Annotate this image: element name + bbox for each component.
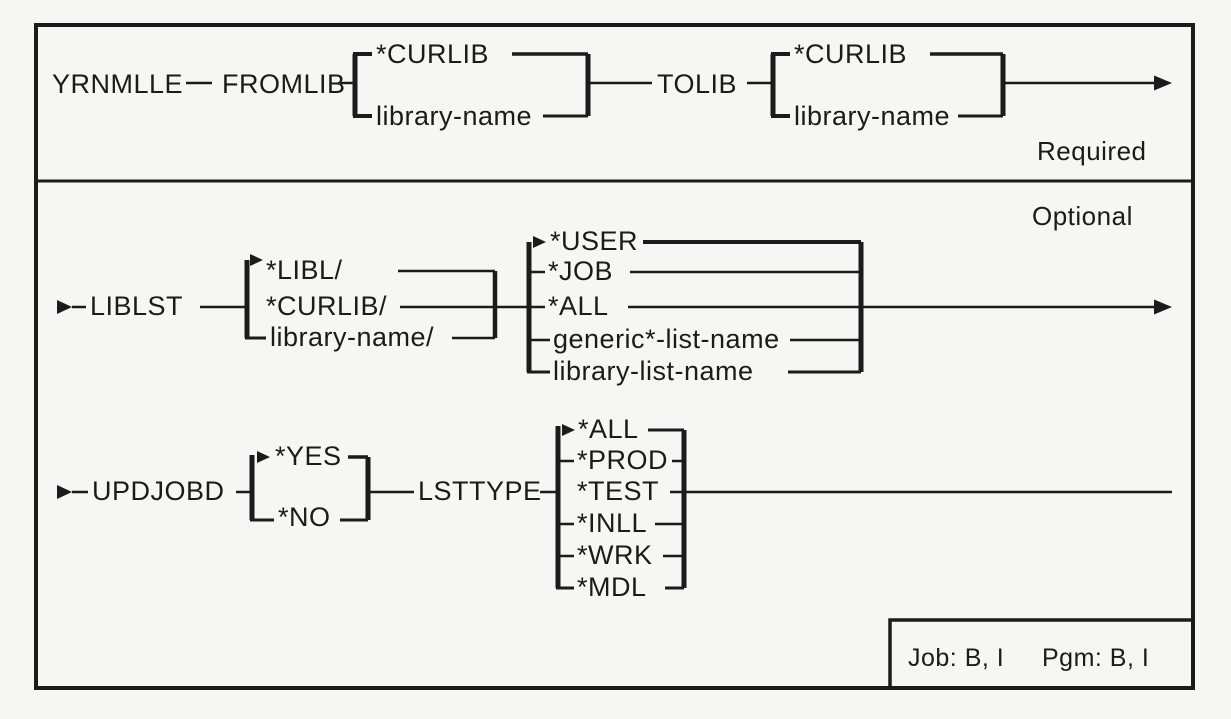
info-box-border: [888, 618, 1195, 690]
row-start-arrow-icon: [57, 485, 72, 499]
environment-info-box: Job: B, I Pgm: B, I: [888, 618, 1195, 690]
fromlib-label: FROMLIB: [222, 69, 346, 99]
lsttype-choice-bracket: *ALL *PROD *TEST *INLL *WRK *MDL: [555, 414, 1172, 602]
fromlib-choice-bracket: *CURLIB library-name: [352, 39, 591, 131]
liblst-value-user: *USER: [550, 226, 638, 256]
liblst-qualifier-libl: *LIBL/: [266, 255, 343, 285]
liblst-value-all: *ALL: [548, 291, 609, 321]
continuation-arrow-icon: [1154, 75, 1172, 91]
liblst-qualifier-library-name: library-name/: [270, 322, 434, 352]
continuation-arrow-icon: [1154, 299, 1172, 315]
optional-section: Optional LIBLST *LIBL/ *CURLIB/ library-…: [57, 201, 1195, 690]
lsttype-value-wrk: *WRK: [577, 540, 653, 570]
tolib-library-name-option: library-name: [794, 101, 950, 131]
tolib-default-option: *CURLIB: [794, 39, 907, 69]
job-environment-label: Job: B, I: [908, 644, 1004, 672]
tolib-label: TOLIB: [657, 69, 737, 99]
default-value-arrow-icon: [257, 451, 270, 463]
updjobd-label: UPDJOBD: [92, 476, 225, 506]
liblst-label: LIBLST: [90, 291, 183, 321]
liblst-qualifier-bracket: *LIBL/ *CURLIB/ library-name/: [244, 254, 498, 352]
lsttype-label: LSTTYPE: [418, 476, 542, 506]
fromlib-default-option: *CURLIB: [376, 39, 489, 69]
liblst-value-generic-list-name: generic*-list-name: [553, 324, 780, 354]
optional-note: Optional: [1032, 201, 1133, 231]
lsttype-value-test: *TEST: [577, 476, 659, 506]
tolib-choice-bracket: *CURLIB library-name: [770, 39, 1006, 131]
required-section: YRNMLLE FROMLIB *CURLIB library-name TOL…: [52, 39, 1172, 166]
fromlib-library-name-option: library-name: [376, 101, 532, 131]
lsttype-value-inll: *INLL: [577, 508, 647, 538]
required-note: Required: [1037, 136, 1147, 166]
pgm-environment-label: Pgm: B, I: [1042, 644, 1149, 672]
diagram-border: [34, 23, 1195, 690]
updjobd-choice-bracket: *YES *NO: [249, 441, 371, 532]
lsttype-value-prod: *PROD: [577, 445, 668, 475]
row-start-arrow-icon: [57, 300, 72, 314]
liblst-value-bracket: *USER *JOB *ALL generic*-list-name libra…: [526, 226, 1156, 386]
liblst-value-library-list-name: library-list-name: [553, 356, 754, 386]
liblst-value-job: *JOB: [548, 256, 613, 286]
liblst-qualifier-curlib: *CURLIB/: [266, 291, 387, 321]
updjobd-yes-option: *YES: [275, 441, 342, 471]
default-value-arrow-icon: [533, 236, 546, 248]
updjobd-no-option: *NO: [278, 502, 331, 532]
lsttype-value-all: *ALL: [578, 414, 639, 444]
command-name: YRNMLLE: [52, 69, 183, 99]
default-value-arrow-icon: [250, 254, 263, 266]
default-value-arrow-icon: [562, 424, 575, 436]
lsttype-value-mdl: *MDL: [577, 572, 647, 602]
